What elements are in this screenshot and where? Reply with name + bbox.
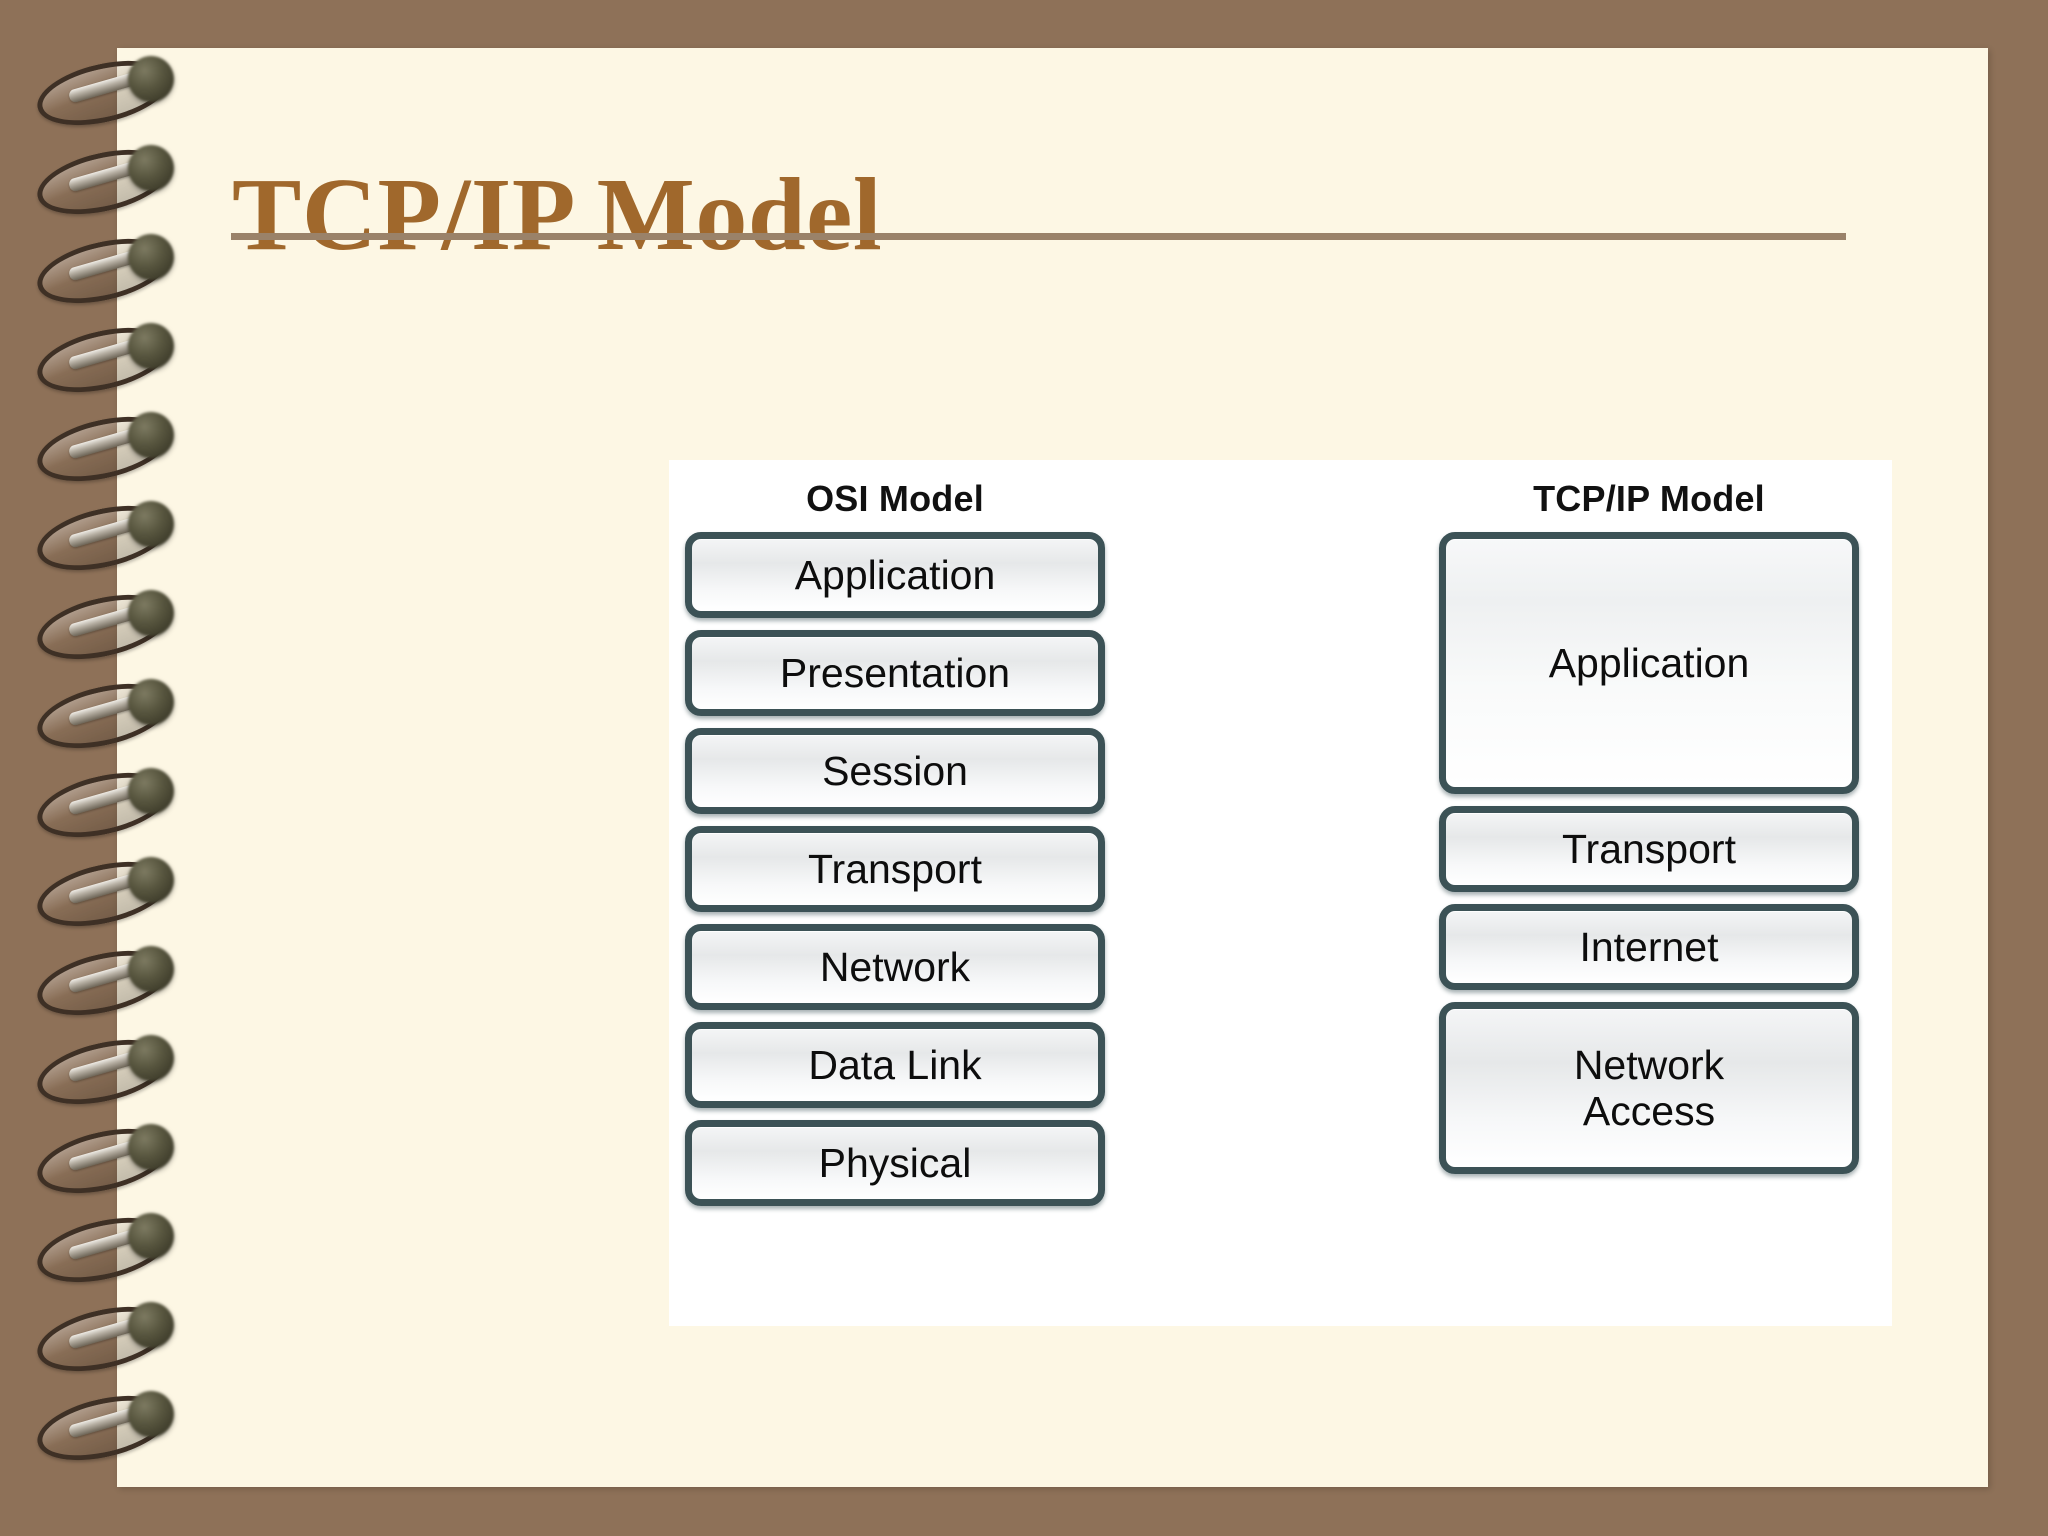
layer-label: Application (1548, 639, 1750, 686)
tcpip-layer-internet[interactable]: Internet (1439, 904, 1859, 990)
layer-label: Physical (818, 1139, 972, 1186)
layer-label: Presentation (779, 649, 1011, 696)
layer-label: Transport (808, 845, 982, 892)
tcpip-layer-network-access[interactable]: Network Access (1439, 1002, 1859, 1174)
osi-layer-transport[interactable]: Transport (685, 826, 1105, 912)
layer-label: Data Link (808, 1041, 982, 1088)
osi-layer-data-link[interactable]: Data Link (685, 1022, 1105, 1108)
slide-page: TCP/IP Model OSI Model Application Prese… (117, 48, 1988, 1487)
tcpip-model-heading: TCP/IP Model (1533, 478, 1765, 519)
osi-model-column: OSI Model Application Presentation Sessi… (675, 460, 1115, 1218)
osi-layer-network[interactable]: Network (685, 924, 1105, 1010)
tcpip-layer-transport[interactable]: Transport (1439, 806, 1859, 892)
tcpip-model-column: TCP/IP Model Application Transport Inter… (1429, 460, 1869, 1186)
tcpip-layer-application[interactable]: Application (1439, 532, 1859, 794)
layer-label: Network (819, 943, 971, 990)
osi-layer-session[interactable]: Session (685, 728, 1105, 814)
osi-layer-presentation[interactable]: Presentation (685, 630, 1105, 716)
title-divider (231, 233, 1846, 240)
layer-label: Transport (1562, 825, 1736, 872)
page-title: TCP/IP Model (232, 156, 883, 272)
osi-layer-physical[interactable]: Physical (685, 1120, 1105, 1206)
osi-tcpip-comparison-diagram: OSI Model Application Presentation Sessi… (669, 460, 1892, 1326)
tcpip-layer-stack: Application Transport Internet Network A… (1429, 532, 1869, 1174)
layer-label: Application (794, 551, 996, 598)
osi-layer-application[interactable]: Application (685, 532, 1105, 618)
layer-label: Network Access (1573, 1041, 1725, 1134)
layer-label: Internet (1579, 923, 1719, 970)
osi-layer-stack: Application Presentation Session Transpo… (675, 532, 1115, 1206)
osi-model-heading: OSI Model (806, 478, 984, 519)
layer-label: Session (822, 747, 968, 794)
